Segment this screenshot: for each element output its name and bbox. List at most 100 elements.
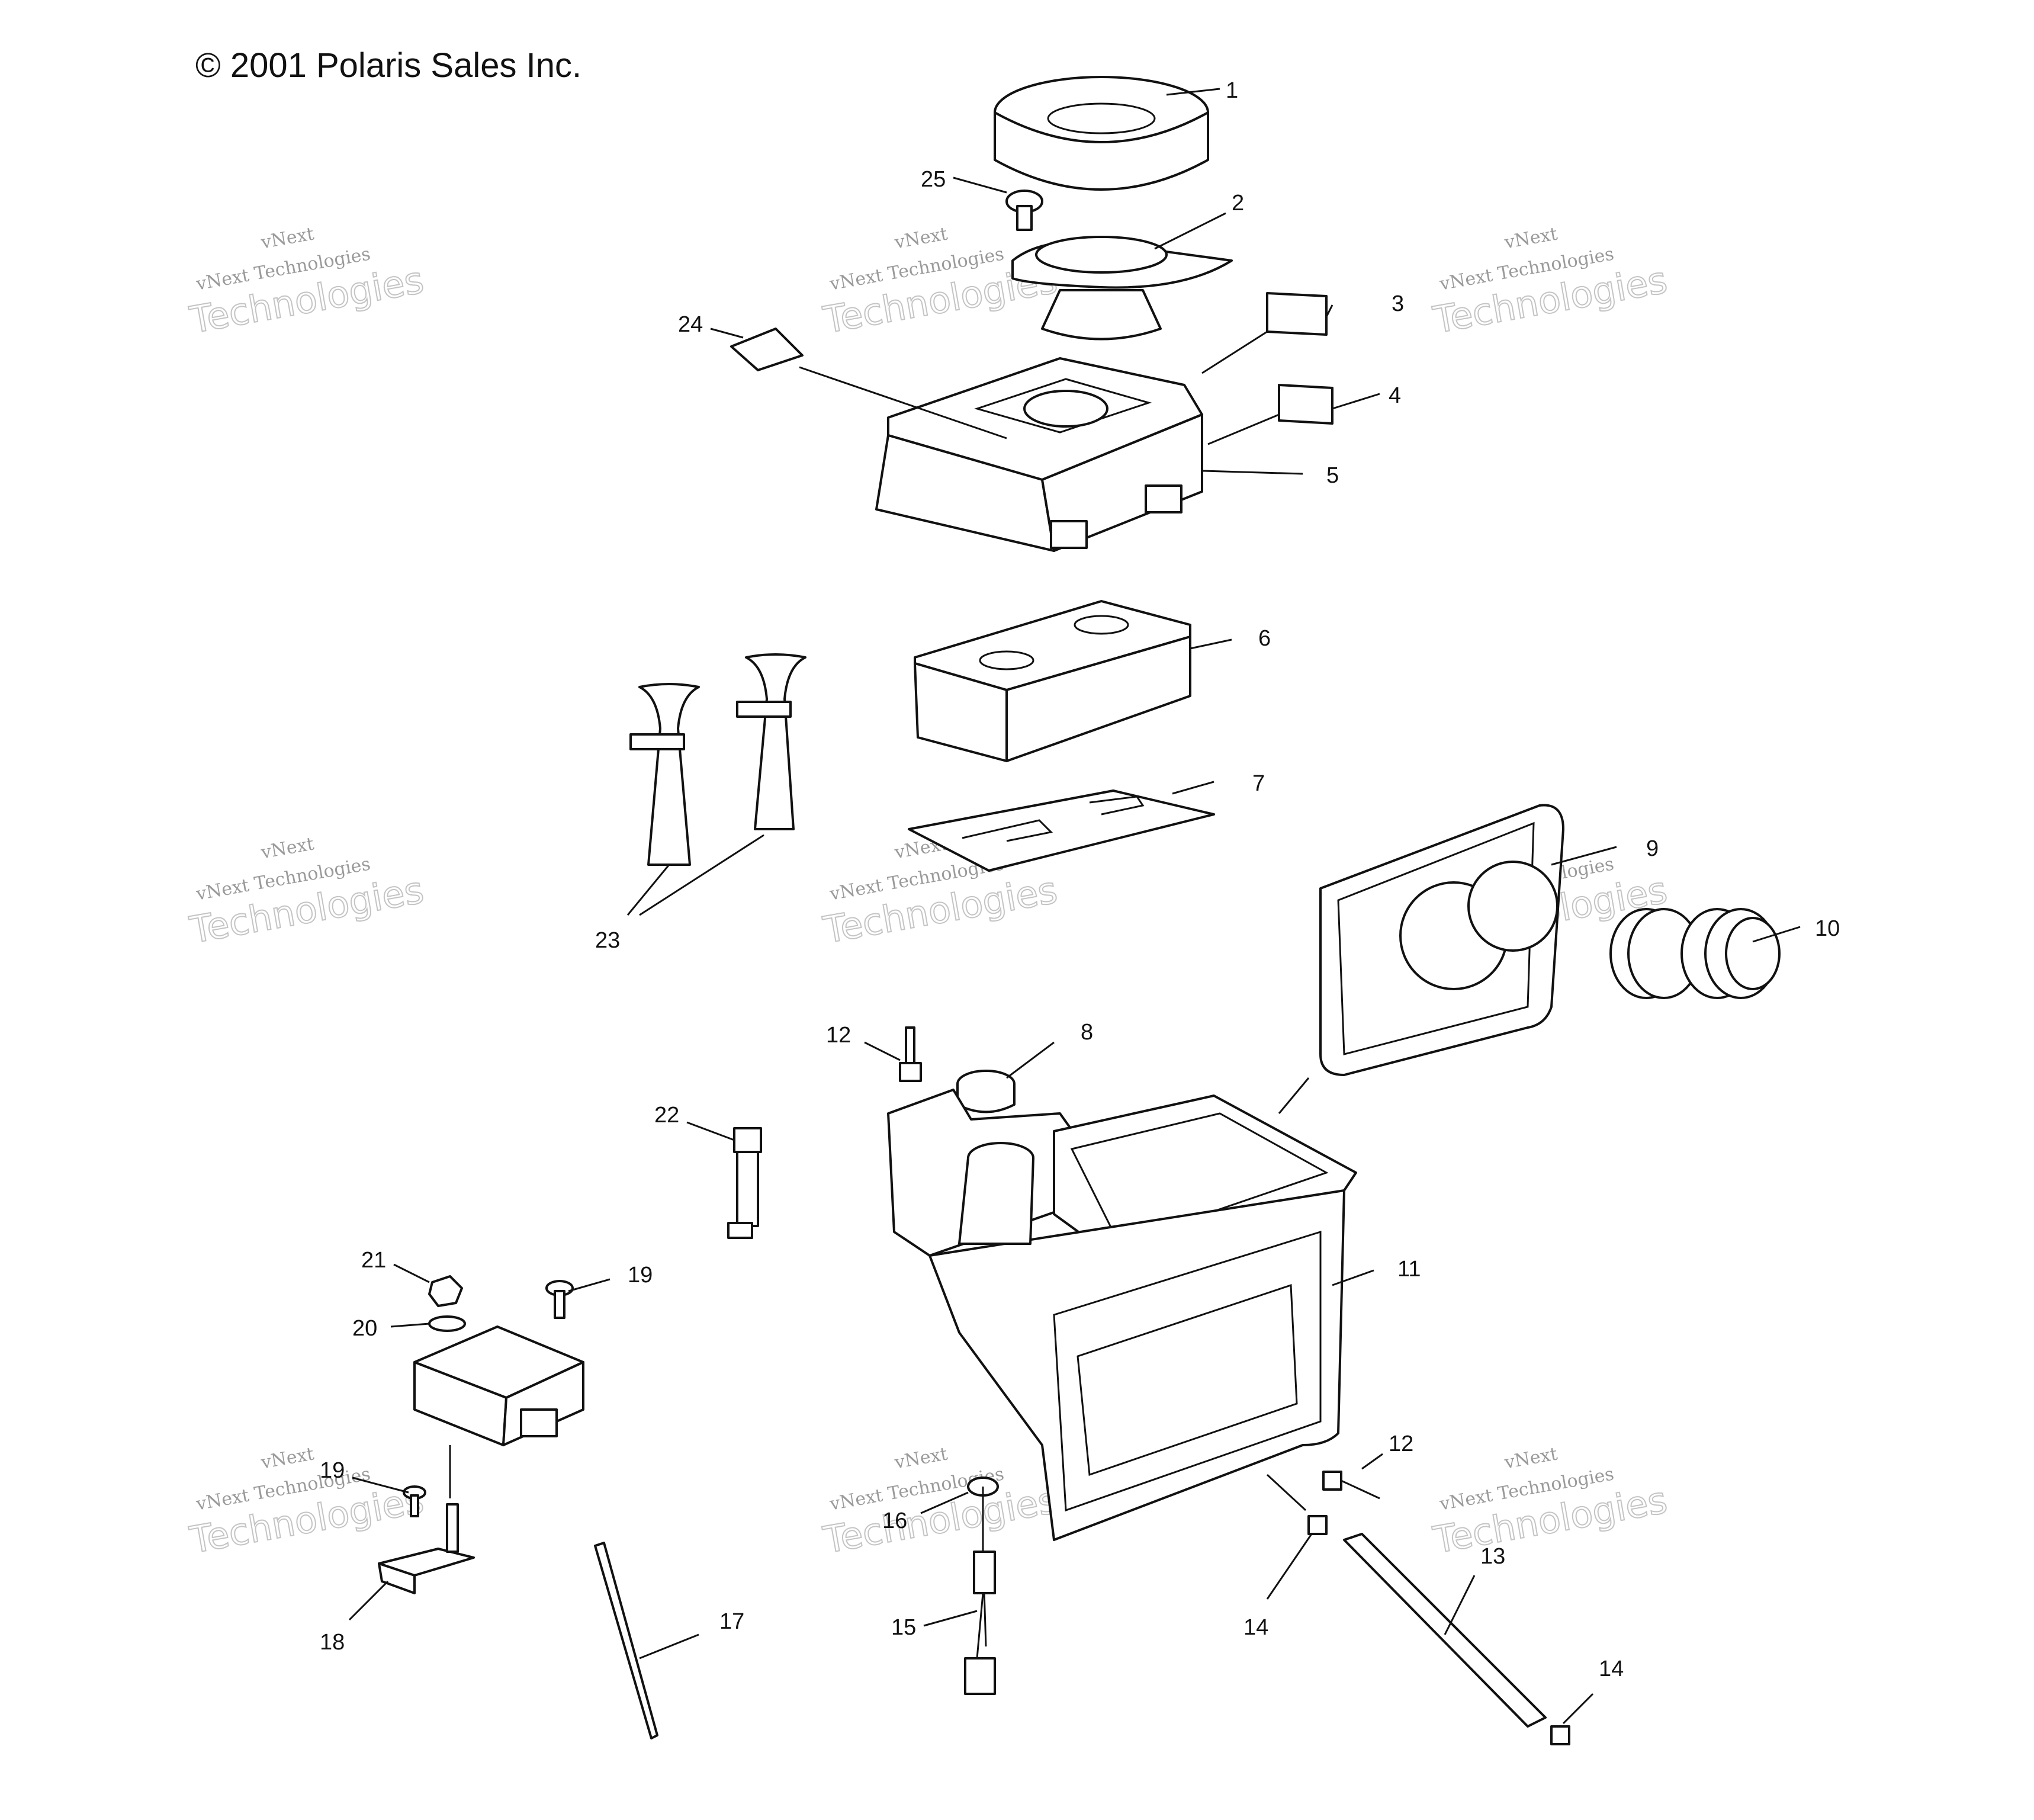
leader-19a: [568, 1278, 610, 1292]
part-2-intake-plate: [1011, 236, 1233, 341]
callout-25: 25: [921, 167, 946, 192]
leader-10: [1752, 926, 1801, 943]
watermark-3: vNext vNext Technologies Technologies: [1429, 223, 1671, 342]
watermark-line1: vNext: [892, 1443, 949, 1473]
leader-4b: [1207, 413, 1280, 445]
leader-8: [1006, 1041, 1055, 1079]
callout-7: 7: [1252, 771, 1265, 796]
callout-22: 22: [654, 1103, 679, 1128]
part-15-sensor: [964, 1487, 996, 1695]
callout-13: 13: [1480, 1544, 1505, 1569]
leader-12-bot: [1361, 1453, 1383, 1470]
watermark-9: vNext vNext Technologies Technologies: [1429, 1443, 1671, 1562]
leader-14b: [1562, 1693, 1594, 1725]
leader-14a: [1266, 1533, 1313, 1600]
callout-21: 21: [361, 1248, 386, 1273]
control-module: [413, 1325, 584, 1446]
part-14-clamp-b: [1550, 1725, 1570, 1745]
watermark-line1: vNext: [259, 1443, 316, 1473]
callout-19-b: 19: [320, 1458, 345, 1483]
leader-14a-up: [1266, 1474, 1307, 1511]
part-22-clip: [727, 1127, 762, 1239]
part-17-tie: [594, 1542, 658, 1739]
leader-3b: [1201, 330, 1268, 374]
watermark-line1: vNext: [259, 833, 316, 863]
leader-17: [639, 1633, 699, 1659]
part-11-airbox-base: [887, 1089, 1357, 1541]
callout-19-a: 19: [628, 1263, 653, 1288]
part-9-side-cover: [1319, 804, 1564, 1076]
part-10-boots: [1609, 908, 1781, 999]
part-19-bolt-b: [403, 1485, 426, 1517]
watermark-line1: vNext: [1502, 1443, 1559, 1473]
part-25-push-rivet: [1005, 190, 1043, 231]
callout-12-top: 12: [826, 1023, 851, 1048]
callout-14-b: 14: [1599, 1657, 1624, 1681]
callout-18: 18: [320, 1630, 345, 1655]
part-5-airbox-cover: [875, 357, 1203, 552]
callout-16: 16: [882, 1508, 907, 1533]
callout-9: 9: [1646, 836, 1659, 861]
leader-11: [1332, 1269, 1374, 1286]
part-7-gasket-plate: [908, 789, 1215, 872]
callout-11: 11: [1397, 1257, 1421, 1282]
part-8-cap: [956, 1070, 1016, 1113]
callout-24: 24: [678, 312, 703, 337]
part-12-lower-screw: [1322, 1471, 1380, 1500]
callout-17: 17: [719, 1609, 744, 1634]
copyright-text: © 2001 Polaris Sales Inc.: [195, 46, 581, 85]
leader-24b: [799, 366, 1007, 439]
leader-7: [1172, 781, 1214, 795]
leader-6: [1190, 638, 1232, 650]
leader-21: [393, 1263, 430, 1283]
callout-5: 5: [1326, 463, 1339, 488]
part-23-intake-horns: [629, 653, 806, 866]
callout-4: 4: [1389, 383, 1401, 408]
part-4-decal: [1278, 384, 1333, 425]
leader-1: [1166, 88, 1220, 96]
watermark-4: vNext vNext Technologies Technologies: [186, 833, 428, 952]
leader-13: [1444, 1575, 1476, 1635]
callout-6: 6: [1258, 626, 1271, 651]
leader-24: [710, 328, 744, 339]
leader-12-top: [864, 1041, 901, 1061]
watermark-line1: vNext: [259, 223, 316, 253]
callout-8: 8: [1081, 1020, 1093, 1045]
part-18-bracket: [378, 1445, 475, 1594]
leader-9: [1551, 846, 1617, 866]
part-1-foam-ring: [994, 76, 1209, 191]
callout-20: 20: [352, 1316, 377, 1341]
leader-4a: [1332, 393, 1380, 410]
leader-16: [920, 1491, 969, 1514]
leader-2: [1154, 212, 1226, 250]
leader-9b: [1278, 1077, 1310, 1114]
leader-23b: [639, 834, 764, 916]
callout-1: 1: [1226, 78, 1238, 103]
callout-10: 10: [1815, 916, 1840, 941]
watermark-8: vNext vNext Technologies Technologies: [820, 1443, 1061, 1562]
part-21-nut: [428, 1275, 463, 1307]
part-12-screw: [899, 1026, 922, 1082]
callout-3: 3: [1392, 291, 1404, 316]
watermark-line1: vNext: [892, 223, 949, 253]
leader-15: [923, 1610, 978, 1627]
leader-19b: [352, 1476, 409, 1494]
part-24-decal: [730, 328, 804, 371]
leader-5: [1201, 470, 1303, 475]
part-6-filter-block: [914, 600, 1191, 762]
callout-23: 23: [595, 928, 620, 953]
callout-2: 2: [1232, 191, 1244, 216]
callout-14-a: 14: [1243, 1615, 1268, 1640]
leader-22: [686, 1121, 735, 1141]
watermark-1: vNext vNext Technologies Technologies: [186, 223, 428, 342]
leader-20: [390, 1323, 430, 1328]
part-13-tube: [1343, 1533, 1547, 1728]
leader-25: [953, 176, 1007, 194]
leader-18: [348, 1580, 389, 1621]
watermark-line1: vNext: [1502, 223, 1559, 253]
part-3-decal: [1266, 292, 1328, 336]
leader-3a: [1325, 304, 1333, 317]
part-20-washer: [428, 1315, 466, 1332]
leader-23a: [626, 864, 670, 916]
